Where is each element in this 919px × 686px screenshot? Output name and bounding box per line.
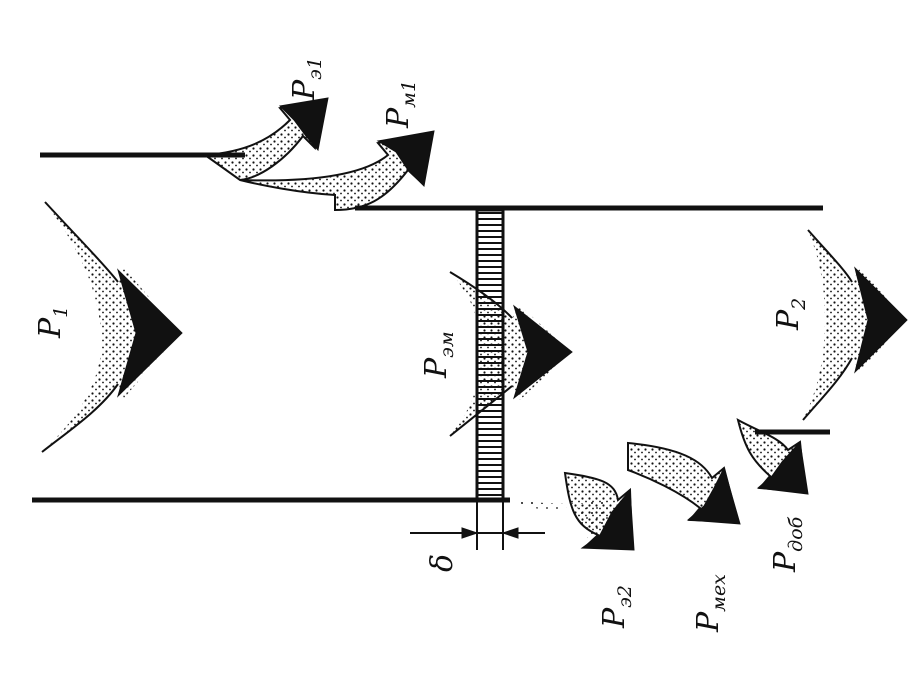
pm1-arrow-fill [239, 131, 432, 212]
label-delta-text: δ [425, 554, 460, 572]
pm1-arrow [239, 130, 435, 212]
p1-arrow-outline [44, 201, 119, 283]
pem-arrow-outline [449, 271, 513, 319]
pm1-arrow-head [376, 130, 435, 188]
label-pe1-main: P [287, 79, 322, 101]
label-pe2: Pэ2 [597, 585, 636, 629]
pdob-arrow-head [756, 440, 809, 495]
svg-text:P1: P1 [33, 306, 72, 339]
svg-text:Pм1: Pм1 [381, 80, 420, 129]
label-p2-sub: 2 [788, 298, 810, 311]
pdob-arrow [736, 418, 809, 495]
label-pe1-sub: э1 [304, 57, 326, 80]
pe1-arrow [202, 97, 329, 182]
pe2-arrow [510, 471, 635, 551]
label-pe1: Pэ1 [287, 57, 326, 101]
label-pmeh-main: P [691, 611, 726, 633]
label-pm1: Pм1 [381, 80, 420, 129]
label-delta: δ [425, 554, 460, 572]
p2-arrow-outline [807, 229, 853, 283]
label-p1-main: P [33, 317, 68, 339]
label-p2-main: P [771, 309, 806, 331]
pmeh-arrow [627, 441, 741, 525]
gap-arrow-left [461, 527, 479, 539]
pmeh-arrow-head [686, 466, 741, 525]
pe1-arrow-head [278, 97, 329, 152]
label-p2: P2 [771, 298, 810, 331]
p1-arrow-head [116, 268, 183, 398]
svg-text:Pэ2: Pэ2 [597, 585, 636, 629]
label-pdob: Pдоб [768, 516, 807, 573]
label-pem: Pэм [419, 331, 458, 379]
label-pm1-sub: м1 [398, 80, 420, 108]
label-pdob-sub: доб [785, 516, 807, 551]
label-pmeh: Pмех [691, 574, 730, 633]
svg-text:Pмех: Pмех [691, 574, 730, 633]
label-pm1-main: P [381, 107, 416, 129]
label-pmeh-sub: мех [708, 574, 730, 612]
label-pe2-main: P [597, 607, 632, 629]
svg-text:P2: P2 [771, 298, 810, 331]
svg-text:Pэ1: Pэ1 [287, 57, 326, 101]
label-pem-sub: эм [436, 331, 458, 357]
p2-arrow-fill [803, 230, 905, 420]
pem-arrow-outline-2 [449, 385, 513, 437]
p1-arrow-fill [42, 202, 180, 452]
p2-arrow-outline-2 [802, 357, 853, 421]
pem-arrow-head [513, 304, 573, 400]
p1-arrow [41, 201, 183, 453]
label-pe2-sub: э2 [614, 585, 636, 608]
label-p1-sub: 1 [50, 306, 72, 318]
p2-arrow-head [854, 266, 908, 374]
svg-text:Pдоб: Pдоб [768, 516, 807, 573]
gap-arrow-right [501, 527, 519, 539]
label-p1: P1 [33, 306, 72, 339]
label-pem-main: P [419, 357, 454, 379]
label-pdob-main: P [768, 551, 803, 573]
p2-arrow [802, 229, 908, 421]
pe2-arrow-head [580, 488, 635, 551]
svg-text:Pэм: Pэм [419, 331, 458, 379]
p1-arrow-outline-2 [41, 383, 119, 453]
pem-arrow [449, 271, 573, 437]
pem-arrow-fill [450, 272, 570, 436]
